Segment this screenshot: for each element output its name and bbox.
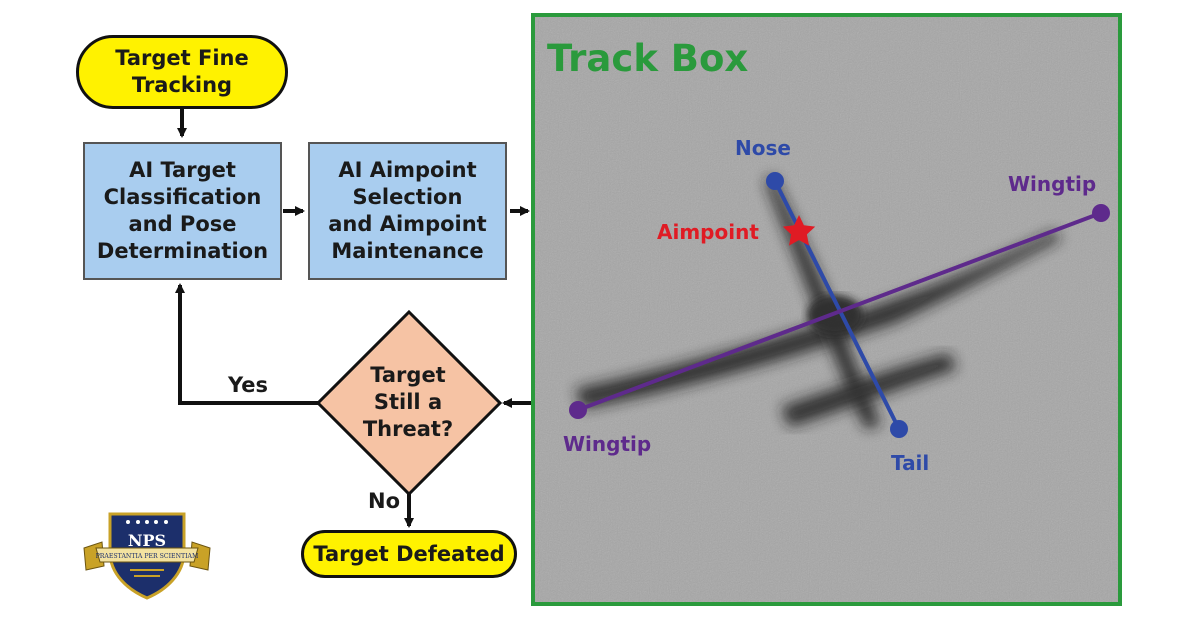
arrow-yes-loop bbox=[175, 283, 318, 405]
nose-label: Nose bbox=[735, 136, 791, 160]
no-label: No bbox=[368, 489, 401, 513]
start-node-target-fine-tracking: Target Fine Tracking bbox=[76, 35, 288, 109]
tail-label: Tail bbox=[891, 451, 930, 475]
aimpoint-label: Aimpoint bbox=[657, 220, 759, 244]
wingtip-right-point bbox=[1092, 204, 1110, 222]
svg-text:PRAESTANTIA PER SCIENTIAM: PRAESTANTIA PER SCIENTIAM bbox=[96, 553, 199, 560]
tail-point bbox=[890, 420, 908, 438]
nps-crest-logo: NPS PRAESTANTIA PER SCIENTIAM bbox=[83, 512, 211, 600]
wingtip-right-label: Wingtip bbox=[1008, 172, 1097, 196]
wingtip-left-point bbox=[569, 401, 587, 419]
wing-line bbox=[577, 211, 1102, 412]
decision-diamond bbox=[315, 309, 503, 497]
decision-label: Target Still a Threat? bbox=[362, 363, 454, 441]
yes-label: Yes bbox=[228, 373, 269, 397]
track-box-panel: Track Box Nose Aimpoint Wingtip Wingtip … bbox=[531, 13, 1122, 606]
end-node-target-defeated: Target Defeated bbox=[301, 530, 517, 578]
track-box-title: Track Box bbox=[547, 37, 749, 80]
track-image bbox=[535, 17, 1118, 602]
aimpoint-star-icon bbox=[782, 215, 816, 246]
svg-text:NPS: NPS bbox=[128, 531, 166, 550]
classification-box: AI Target Classification and Pose Determ… bbox=[83, 142, 282, 280]
wingtip-left-label: Wingtip bbox=[563, 432, 652, 456]
aimpoint-selection-box: AI Aimpoint Selection and Aimpoint Maint… bbox=[308, 142, 507, 280]
nose-point bbox=[766, 172, 784, 190]
